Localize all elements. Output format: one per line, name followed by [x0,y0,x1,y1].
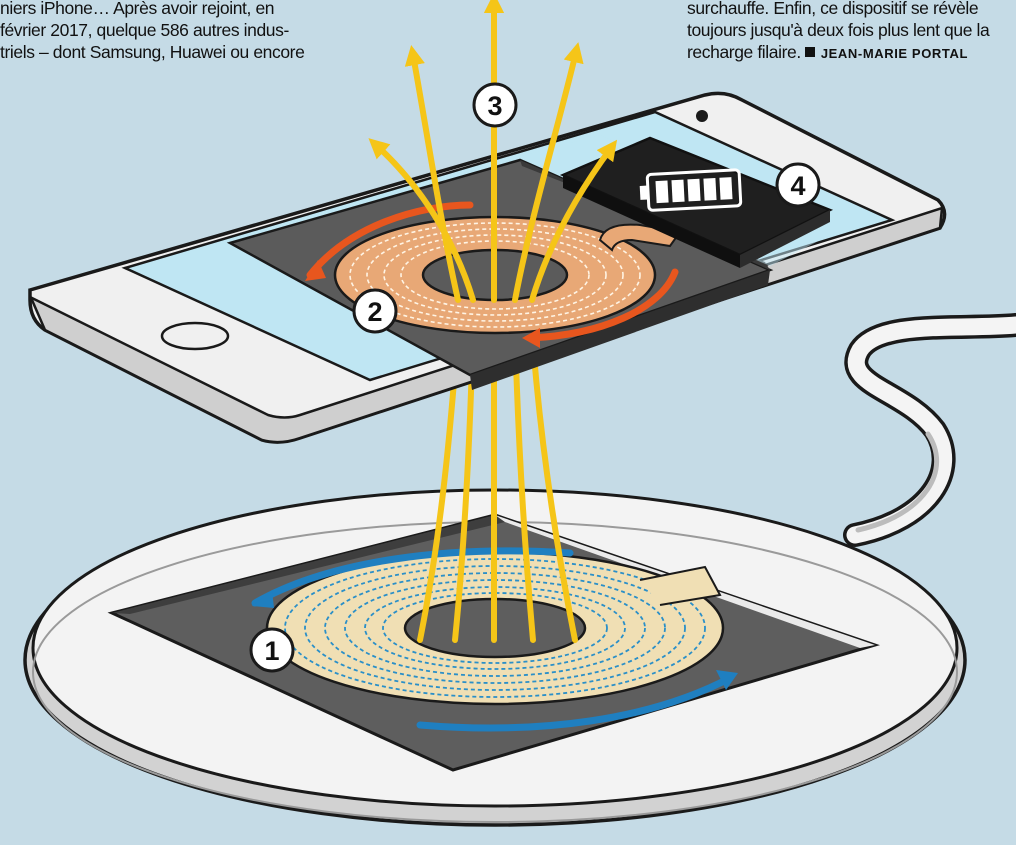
callout-4: 4 [775,162,821,208]
home-button-icon [160,321,230,351]
camera-icon [696,110,708,122]
svg-text:1: 1 [264,636,279,666]
power-cable-icon [843,313,1016,547]
callout-3: 3 [472,82,518,128]
charging-pad [23,313,1016,827]
svg-text:4: 4 [790,171,805,201]
field-line-arrows [368,0,618,303]
author-byline: JEAN-MARIE PORTAL [820,46,968,61]
article-line: février 2017, quelque 586 autres indus- [0,20,289,40]
article-line: niers iPhone… Après avoir rejoint, en [0,0,275,18]
article-text-right: surchauffe. Enfin, ce dispositif se révè… [687,0,1016,65]
callout-1: 1 [249,627,295,673]
article-line: surchauffe. Enfin, ce dispositif se révè… [687,0,979,18]
battery-icon [639,168,743,212]
article-line: recharge filaire. [687,42,801,62]
callout-2: 2 [352,288,398,334]
smartphone [28,91,947,444]
byline-row: recharge filaire. JEAN-MARIE PORTAL [687,41,1016,65]
svg-text:2: 2 [367,297,382,327]
battery-pack [559,136,834,268]
article-text-left: niers iPhone… Après avoir rejoint, en fé… [0,0,330,63]
svg-text:3: 3 [487,91,502,121]
article-line: triels – dont Samsung, Huawei ou encore [0,42,305,62]
article-line: toujours jusqu'à deux fois plus lent que… [687,20,990,40]
end-mark-icon [804,47,815,57]
